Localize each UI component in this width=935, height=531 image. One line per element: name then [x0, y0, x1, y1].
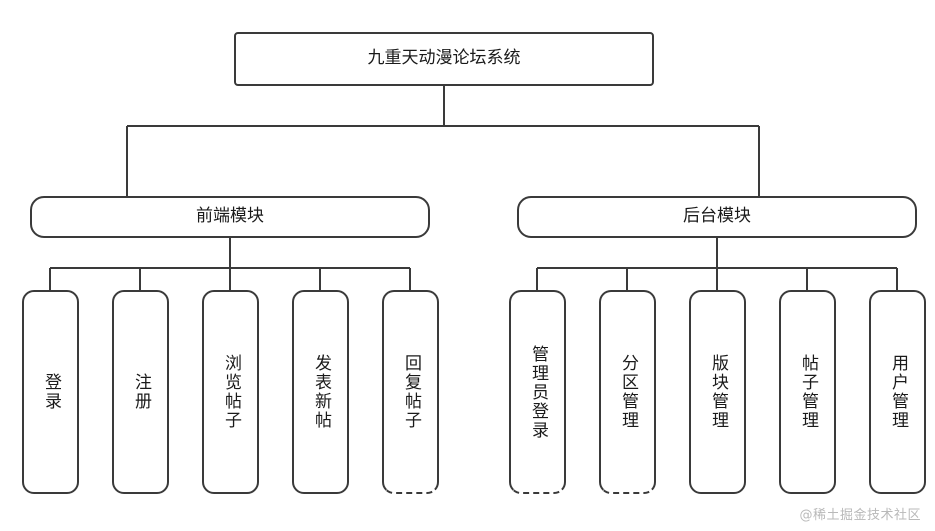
- node-backend-module: 后台模块: [517, 196, 917, 238]
- node-browse-posts: 浏览帖子: [202, 290, 259, 494]
- node-admin-login-label: 管理员登录: [528, 344, 549, 440]
- node-reply-post-label: 回复帖子: [401, 354, 422, 430]
- node-new-post-label: 发表新帖: [311, 354, 332, 430]
- node-login: 登录: [22, 290, 79, 494]
- node-user-management-label: 用户管理: [888, 354, 909, 430]
- node-board-management: 版块管理: [689, 290, 746, 494]
- watermark: @稀土掘金技术社区: [799, 508, 921, 523]
- node-register-label: 注册: [131, 373, 152, 411]
- node-admin-login: 管理员登录: [509, 290, 566, 494]
- node-reply-post: 回复帖子: [382, 290, 439, 494]
- node-zone-management: 分区管理: [599, 290, 656, 494]
- node-backend-module-label: 后台模块: [683, 206, 751, 227]
- node-board-management-label: 版块管理: [708, 354, 729, 430]
- node-register: 注册: [112, 290, 169, 494]
- node-frontend-module-label: 前端模块: [196, 206, 264, 227]
- node-new-post: 发表新帖: [292, 290, 349, 494]
- node-root-label: 九重天动漫论坛系统: [367, 48, 521, 69]
- node-browse-posts-label: 浏览帖子: [221, 354, 242, 430]
- node-root: 九重天动漫论坛系统: [234, 32, 654, 86]
- node-post-management-label: 帖子管理: [798, 354, 819, 430]
- node-frontend-module: 前端模块: [30, 196, 430, 238]
- node-post-management: 帖子管理: [779, 290, 836, 494]
- node-zone-management-label: 分区管理: [618, 354, 639, 430]
- node-user-management: 用户管理: [869, 290, 926, 494]
- node-login-label: 登录: [41, 373, 62, 411]
